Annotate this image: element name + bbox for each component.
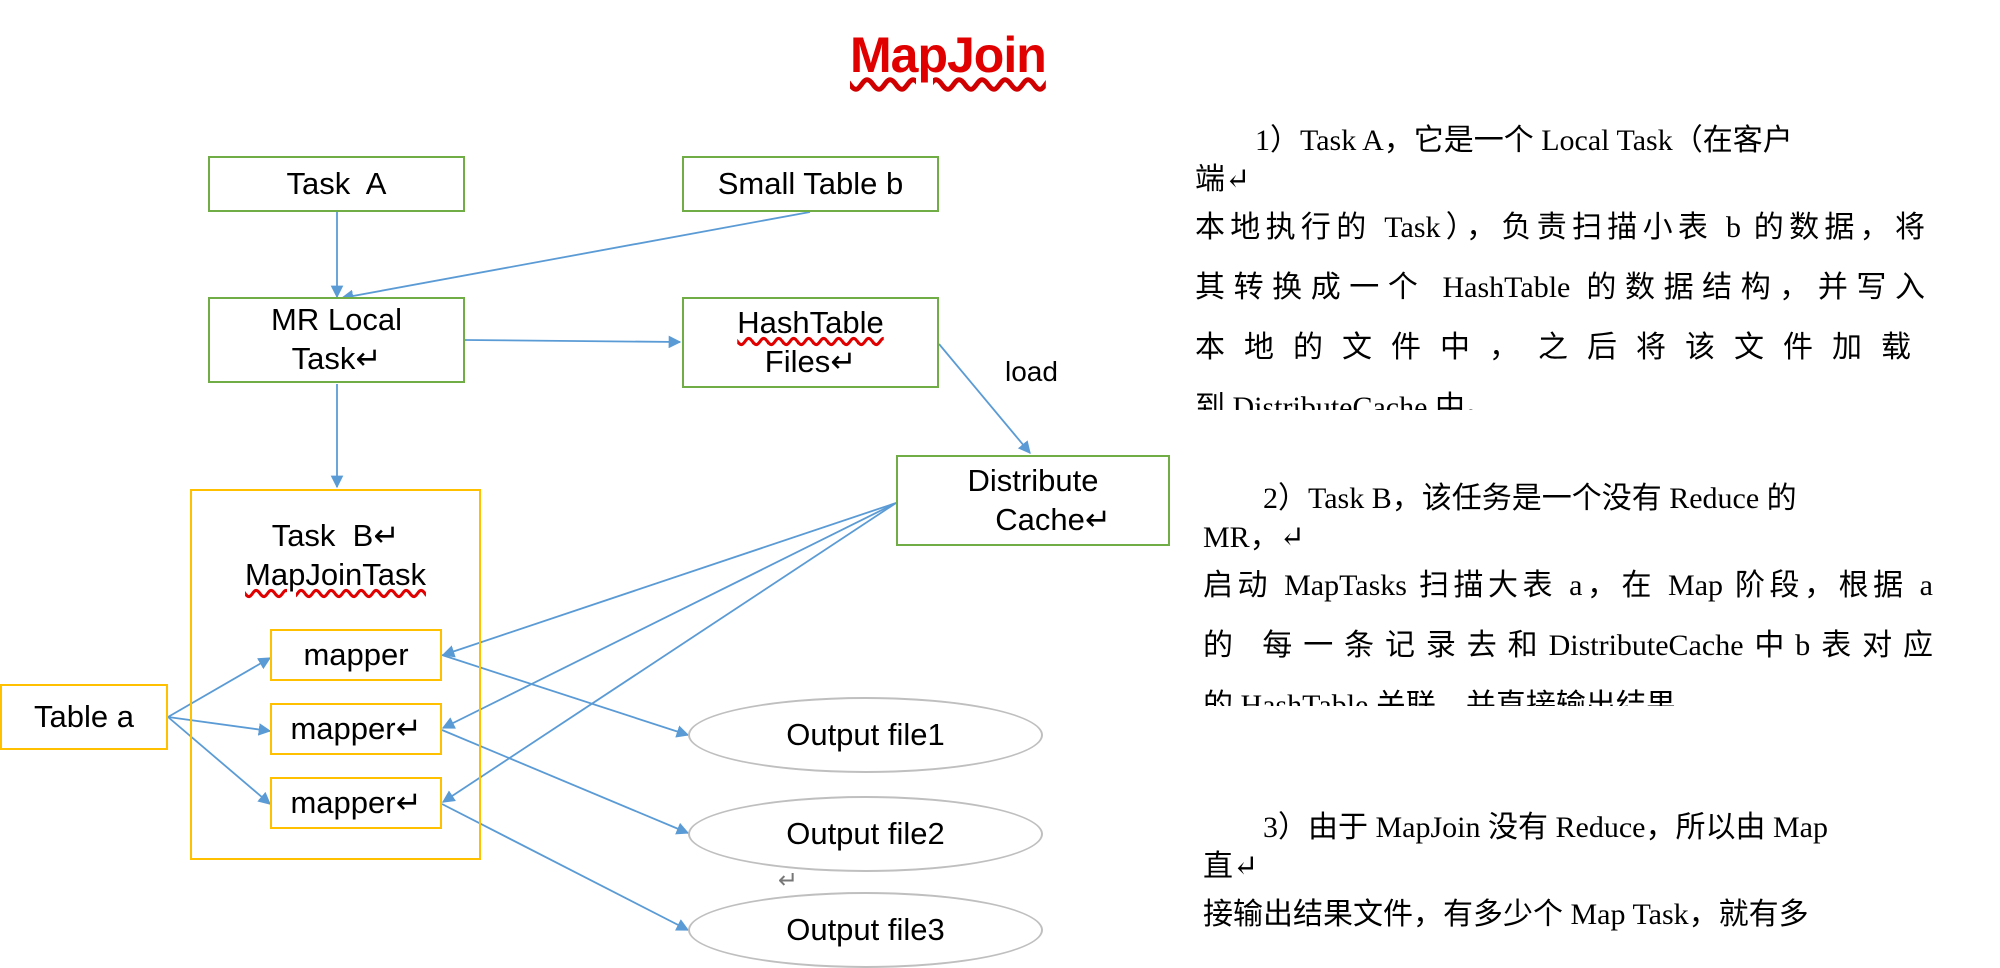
description-paragraph-2: 2）Task B，该任务是一个没有 Reduce 的 MR，↵ 启动 MapTa… bbox=[1203, 478, 1933, 706]
description-paragraph-3: 3）由于 MapJoin 没有 Reduce，所以由 Map 直↵ 接输出结果文… bbox=[1203, 807, 1933, 950]
node-output-file-3: Output file3 bbox=[688, 892, 1043, 968]
node-distribute-line2: Cache↵ bbox=[995, 501, 1111, 537]
node-output-file-2-label: Output file2 bbox=[786, 816, 945, 851]
p3-line-2: 直↵ bbox=[1203, 850, 1259, 883]
node-task-b-line2: MapJoinTask bbox=[245, 556, 426, 592]
arrow-tablea-to-mapper2 bbox=[167, 716, 272, 736]
p3-line-3: 接输出结果文件，有多少个 Map Task，就有多 bbox=[1203, 898, 1809, 931]
arrow-distribute-to-mapper2 bbox=[441, 502, 897, 729]
p2-line-2: MR，↵ bbox=[1203, 521, 1305, 554]
node-mr-local-line2: Task↵ bbox=[291, 341, 382, 376]
p1-line-5: 本地的文件中，之后将该文件加载 bbox=[1195, 331, 1925, 364]
node-mapper-1: mapper bbox=[270, 629, 442, 681]
arrow-mapper3-to-output3 bbox=[441, 803, 690, 931]
arrow-distribute-to-mapper1 bbox=[441, 502, 897, 658]
node-mapper-2: mapper↵ bbox=[270, 703, 442, 755]
p2-line-3: 启动 MapTasks 扫描大表 a，在 Map 阶段，根据 a bbox=[1203, 569, 1933, 602]
p2-line-1: 2）Task B，该任务是一个没有 Reduce 的 bbox=[1263, 482, 1797, 515]
node-task-a-label: Task A bbox=[286, 165, 387, 201]
arrow-distribute-to-mapper3 bbox=[441, 502, 897, 803]
arrow-hashtable-to-distribute bbox=[938, 343, 1031, 454]
p1-line-1: 1）Task A，它是一个 Local Task（在客户 bbox=[1255, 124, 1793, 157]
p1-line-4: 其转换成一个 HashTable 的数据结构，并写入 bbox=[1195, 271, 1925, 304]
diagram-title: MapJoin bbox=[850, 27, 1047, 83]
node-distribute-line1: Distribute bbox=[967, 462, 1099, 498]
arrow-mapper2-to-output2 bbox=[441, 729, 690, 835]
node-distribute-cache: Distribute Cache↵ bbox=[896, 455, 1170, 546]
arrow-mapper1-to-output1 bbox=[441, 654, 690, 738]
node-small-table-b-label: Small Table b bbox=[717, 165, 904, 201]
node-mapper-3-label: mapper↵ bbox=[290, 784, 422, 820]
node-output-file-2: Output file2 bbox=[688, 796, 1043, 872]
node-hashtable-line1: HashTable bbox=[737, 304, 884, 340]
p1-line-3: 本地执行的 Task），负责扫描小表 b 的数据，将 bbox=[1195, 211, 1925, 244]
node-task-b-container: Task B↵ MapJoinTask bbox=[190, 489, 481, 860]
node-task-a: Task A bbox=[208, 156, 465, 212]
node-output-file-1: Output file1 bbox=[688, 697, 1043, 773]
node-mapper-3: mapper↵ bbox=[270, 777, 442, 829]
p1-line-6: 到 DistributeCache 中。 bbox=[1195, 391, 1495, 410]
node-mapper-1-label: mapper bbox=[303, 636, 409, 672]
node-task-b-line1: Task B↵ bbox=[271, 518, 400, 553]
node-output-file-1-label: Output file1 bbox=[786, 717, 945, 752]
description-paragraph-1: 1）Task A，它是一个 Local Task（在客户 端↵ 本地执行的 Ta… bbox=[1195, 120, 1925, 410]
node-mr-local-task: MR Local Task↵ bbox=[208, 297, 465, 383]
node-table-a-label: Table a bbox=[34, 698, 134, 734]
load-label: load bbox=[1005, 356, 1058, 387]
node-mapper-2-label: mapper↵ bbox=[290, 710, 422, 746]
arrow-small-to-mrlocal bbox=[340, 211, 811, 303]
node-output-file-3-label: Output file3 bbox=[786, 912, 945, 947]
node-mr-local-line1: MR Local bbox=[271, 302, 402, 338]
p1-line-2: 端↵ bbox=[1195, 163, 1251, 196]
arrow-tablea-to-mapper1 bbox=[167, 657, 272, 718]
node-small-table-b: Small Table b bbox=[682, 156, 939, 212]
node-hashtable-files: HashTable Files↵ bbox=[682, 297, 939, 388]
arrow-tablea-to-mapper3 bbox=[167, 716, 271, 805]
arrow-mrlocal-to-hashtable bbox=[464, 335, 682, 349]
p2-line-5: 的 HashTable 关联，并直接输出结果。 bbox=[1203, 689, 1706, 706]
node-table-a: Table a bbox=[0, 684, 168, 750]
node-hashtable-line2: Files↵ bbox=[764, 343, 857, 379]
p3-line-1: 3）由于 MapJoin 没有 Reduce，所以由 Map bbox=[1263, 811, 1828, 844]
paragraph-mark: ↵ bbox=[778, 867, 799, 894]
p2-line-4: 的 每一条记录去和DistributeCache中b表对应 bbox=[1203, 629, 1933, 662]
